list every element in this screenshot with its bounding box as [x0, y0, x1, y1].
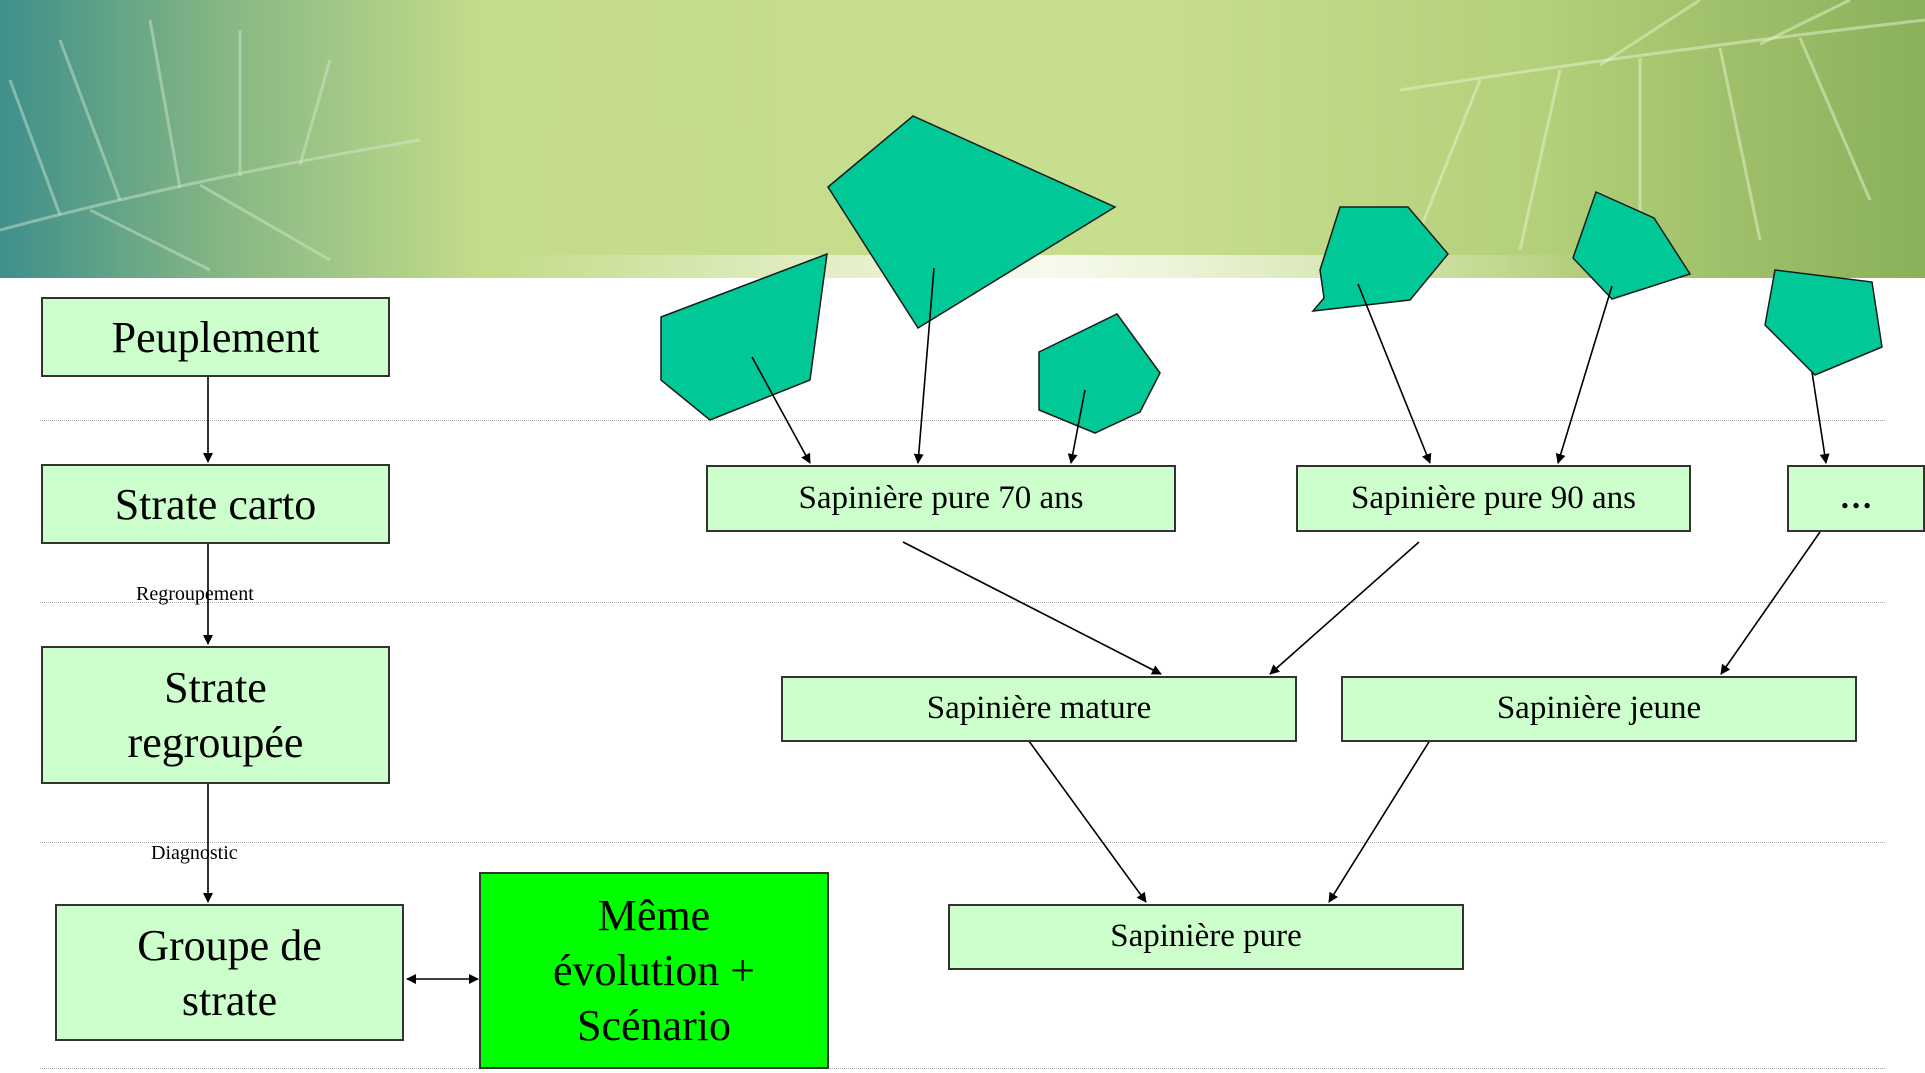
arrow-jeune-pure — [1328, 736, 1433, 903]
strate-carto-label: Strate carto — [114, 479, 317, 529]
sapiniere-jeune-box: Sapinière jeune — [1341, 676, 1857, 742]
groupe-line1: Groupe de — [137, 920, 322, 970]
arrow-poly-70b — [913, 267, 935, 464]
stand-polygon — [660, 252, 828, 421]
sapiniere-pure-90-box: Sapinière pure 90 ans — [1296, 465, 1691, 532]
arrow-etc-jeune — [1720, 531, 1821, 675]
strate-regroupee-line1: Strate — [164, 663, 267, 712]
arrow-poly-90a — [1357, 283, 1432, 464]
sapiniere-pure-90-label: Sapinière pure 90 ans — [1351, 479, 1636, 516]
stand-polygon — [1311, 206, 1449, 312]
sapiniere-pure-label: Sapinière pure — [1110, 918, 1302, 955]
strate-regroupee-line2: regroupée — [127, 718, 304, 767]
sapiniere-jeune-label: Sapinière jeune — [1496, 690, 1702, 727]
meme-line3: Scénario — [577, 1001, 731, 1050]
meme-evolution-box: Même évolution + Scénario — [479, 872, 829, 1069]
strate-regroupee-box: Strate regroupée — [41, 646, 390, 784]
diagnostic-label: Diagnostic — [151, 842, 238, 864]
stand-polygon — [1764, 269, 1883, 376]
ellipsis-label: … — [1839, 479, 1873, 516]
guide-line — [40, 1068, 1885, 1069]
guide-line — [40, 602, 1885, 603]
peuplement-box: Peuplement — [41, 297, 390, 377]
arrow-70-mature — [902, 541, 1162, 675]
arrow-poly-etc — [1811, 371, 1830, 464]
regroupement-label: Regroupement — [136, 583, 254, 605]
guide-line — [40, 420, 1885, 421]
stand-polygon — [1038, 313, 1161, 434]
sapiniere-pure-box: Sapinière pure — [948, 904, 1464, 970]
peuplement-label: Peuplement — [111, 312, 320, 362]
strate-carto-box: Strate carto — [41, 464, 390, 544]
stand-polygon — [1572, 190, 1692, 300]
arrow-poly-70c — [1067, 389, 1086, 464]
sapiniere-mature-label: Sapinière mature — [926, 690, 1152, 727]
arrow-90-mature — [1269, 541, 1420, 675]
meme-line1: Même — [597, 891, 711, 940]
sapiniere-pure-70-box: Sapinière pure 70 ans — [706, 465, 1176, 532]
arrow-poly-90b — [1555, 285, 1613, 464]
groupe-line2: strate — [181, 975, 278, 1025]
arrow-mature-pure — [1025, 736, 1147, 903]
groupe-de-strate-box: Groupe de strate — [55, 904, 404, 1041]
ellipsis-box: … — [1787, 465, 1925, 532]
arrow-poly-70a — [751, 356, 811, 464]
stand-polygon — [827, 115, 1117, 330]
meme-line2: évolution + — [552, 946, 756, 995]
guide-line — [40, 842, 1885, 843]
sapiniere-pure-70-label: Sapinière pure 70 ans — [798, 479, 1084, 516]
sapiniere-mature-box: Sapinière mature — [781, 676, 1297, 742]
